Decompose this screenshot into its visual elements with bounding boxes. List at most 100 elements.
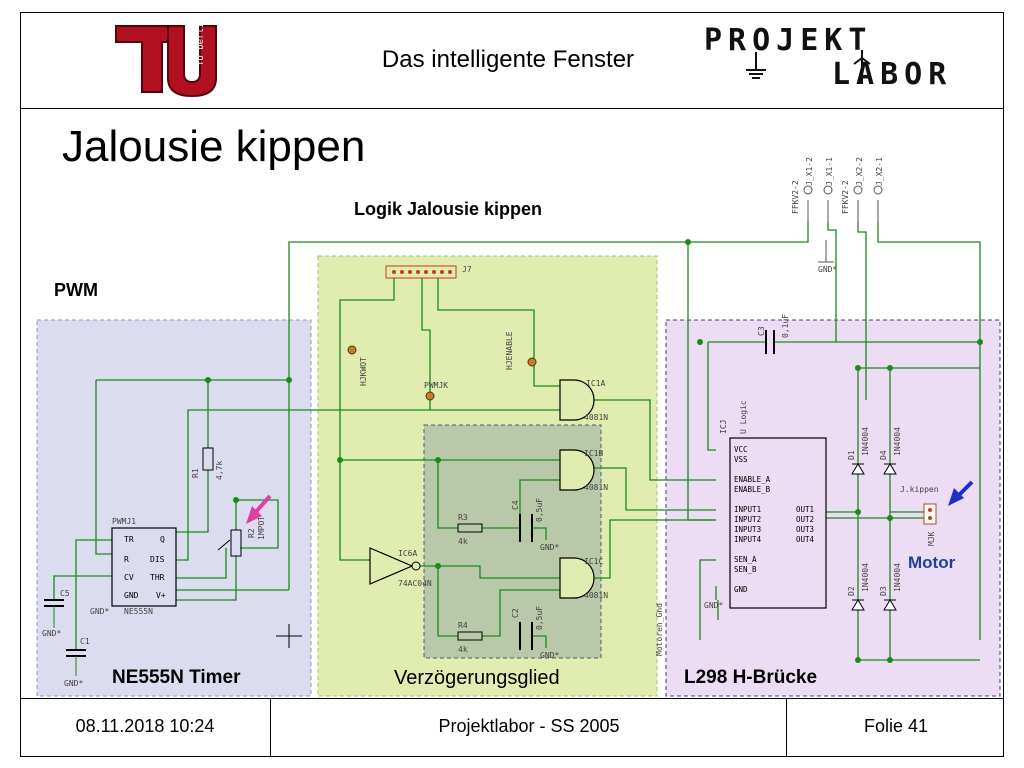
svg-text:PWMJ1: PWMJ1 — [112, 517, 136, 526]
l298-chip: ICJ U Logic VCC VSS ENABLE_A ENABLE_B IN… — [655, 400, 827, 656]
svg-text:J_X2-2: J_X2-2 — [855, 157, 864, 186]
junction-dots — [205, 239, 983, 663]
svg-text:4k: 4k — [458, 537, 468, 546]
motor-connector: J.kippen MJK — [900, 485, 939, 546]
inverter-gate: IC6A 74AC04N — [369, 547, 432, 588]
pwm-block — [36, 319, 312, 697]
top-connectors — [803, 185, 883, 263]
svg-text:74AC04N: 74AC04N — [398, 579, 432, 588]
tu-berlin-logo: TU berlin — [115, 22, 217, 98]
svg-text:GND*: GND* — [64, 679, 83, 688]
svg-text:C2: C2 — [511, 608, 520, 618]
svg-text:4k: 4k — [458, 645, 468, 654]
logo-text-projekt: PROJEKT — [704, 24, 872, 58]
footer-course: Projektlabor - SS 2005 — [438, 716, 620, 736]
svg-text:INPUT1: INPUT1 — [734, 505, 761, 514]
svg-text:INPUT4: INPUT4 — [734, 535, 762, 544]
svg-text:THR: THR — [150, 573, 165, 582]
svg-text:SEN_A: SEN_A — [734, 555, 757, 564]
svg-text:1N4004: 1N4004 — [893, 563, 902, 592]
svg-text:C3: C3 — [757, 326, 766, 336]
svg-text:GND*: GND* — [818, 265, 837, 274]
svg-text:OUT2: OUT2 — [796, 515, 814, 524]
pwm-label: PWM — [54, 280, 98, 300]
svg-text:J7: J7 — [462, 265, 472, 274]
bridge-label: L298 H-Brücke — [684, 667, 818, 688]
svg-text:GND*: GND* — [42, 629, 61, 638]
svg-text:R1: R1 — [191, 468, 200, 478]
svg-text:J.kippen: J.kippen — [900, 485, 939, 494]
svg-text:0,5uF: 0,5uF — [535, 498, 544, 522]
svg-text:J_X2-1: J_X2-1 — [875, 157, 884, 186]
svg-text:R: R — [124, 555, 129, 564]
svg-text:D2: D2 — [847, 586, 856, 596]
svg-text:GND: GND — [124, 591, 139, 600]
svg-text:OUT1: OUT1 — [796, 505, 814, 514]
delay-components: R3 4k R4 4k C4 0,5uF C2 0,5uF GND* GND* — [457, 498, 559, 660]
svg-text:1MPOT: 1MPOT — [257, 516, 266, 540]
diode-labels: D1 1N4004 D4 1N4004 D2 1N4004 D3 1N4004 — [847, 427, 902, 596]
svg-text:FFKV2-2: FFKV2-2 — [791, 180, 800, 214]
footer-divider — [20, 698, 1004, 699]
logic-label: Logik Jalousie kippen — [354, 199, 543, 219]
pink-arrow-icon — [246, 494, 272, 524]
header-title: Das intelligente Fenster — [381, 46, 635, 73]
svg-text:J_X1-2: J_X1-2 — [805, 157, 814, 186]
svg-text:GND: GND — [734, 585, 748, 594]
svg-text:OUT4: OUT4 — [796, 535, 815, 544]
delay-label: Verzögerungsglied — [394, 667, 560, 689]
svg-text:ENABLE_A: ENABLE_A — [734, 475, 771, 484]
wires — [53, 222, 981, 661]
svg-text:TR: TR — [124, 535, 134, 544]
j7-connector: J7 — [385, 265, 472, 279]
svg-text:C1: C1 — [80, 637, 90, 646]
svg-text:4,7k: 4,7k — [215, 461, 224, 480]
svg-text:ICJ: ICJ — [719, 420, 728, 434]
motor-label: Motor — [908, 553, 956, 572]
svg-text:CV: CV — [124, 573, 134, 582]
svg-text:DIS: DIS — [150, 555, 165, 564]
top-connector-labels: FFKV2-2 J_X1-2 J_X1-1 FFKV2-2 J_X2-2 J_X… — [791, 157, 884, 274]
and-gates — [559, 379, 595, 599]
svg-text:INPUT2: INPUT2 — [734, 515, 761, 524]
c3-capacitor: C3 0,1uF — [757, 314, 790, 354]
svg-text:OUT3: OUT3 — [796, 525, 814, 534]
svg-text:MJK: MJK — [927, 531, 936, 546]
svg-text:J_X1-1: J_X1-1 — [825, 157, 834, 186]
svg-text:FFKV2-2: FFKV2-2 — [841, 180, 850, 214]
svg-text:1N4004: 1N4004 — [893, 427, 902, 456]
svg-text:ENABLE_B: ENABLE_B — [734, 485, 771, 494]
svg-text:C4: C4 — [511, 500, 520, 510]
svg-text:4081N: 4081N — [584, 413, 608, 422]
svg-text:R3: R3 — [458, 513, 468, 522]
svg-text:D3: D3 — [879, 586, 888, 596]
svg-text:GND*: GND* — [90, 607, 109, 616]
svg-text:4081N: 4081N — [584, 591, 608, 600]
svg-text:GND*: GND* — [540, 651, 559, 660]
projektlabor-logo: PROJEKT LABOR — [704, 24, 952, 92]
svg-text:HJENABLE: HJENABLE — [505, 331, 514, 370]
svg-text:R2: R2 — [247, 528, 256, 538]
svg-text:1N4004: 1N4004 — [861, 427, 870, 456]
svg-text:HJKWOT: HJKWOT — [359, 357, 368, 386]
svg-text:INPUT3: INPUT3 — [734, 525, 761, 534]
svg-text:IC6A: IC6A — [398, 549, 417, 558]
svg-text:Motoren_Gnd: Motoren_Gnd — [655, 603, 664, 656]
svg-text:SEN_B: SEN_B — [734, 565, 757, 574]
timer-label: NE555N Timer — [112, 667, 241, 688]
svg-text:4081N: 4081N — [584, 483, 608, 492]
ne555-chip: PWMJ1 TR Q R DIS CV THR GND V+ GND* NE55… — [90, 517, 177, 616]
svg-text:GND*: GND* — [540, 543, 559, 552]
logo-text-labor: LABOR — [832, 57, 952, 92]
diodes — [851, 463, 897, 611]
footer-sep-2 — [786, 698, 787, 756]
svg-text:C5: C5 — [60, 589, 70, 598]
svg-text:GND*: GND* — [704, 601, 723, 610]
svg-text:0,1uF: 0,1uF — [781, 314, 790, 338]
svg-text:0,5uF: 0,5uF — [535, 606, 544, 630]
svg-text:U Logic: U Logic — [739, 400, 748, 434]
svg-text:IC1B: IC1B — [584, 449, 603, 458]
tu-logo-text: TU berlin — [196, 22, 206, 66]
header-divider — [20, 108, 1004, 109]
